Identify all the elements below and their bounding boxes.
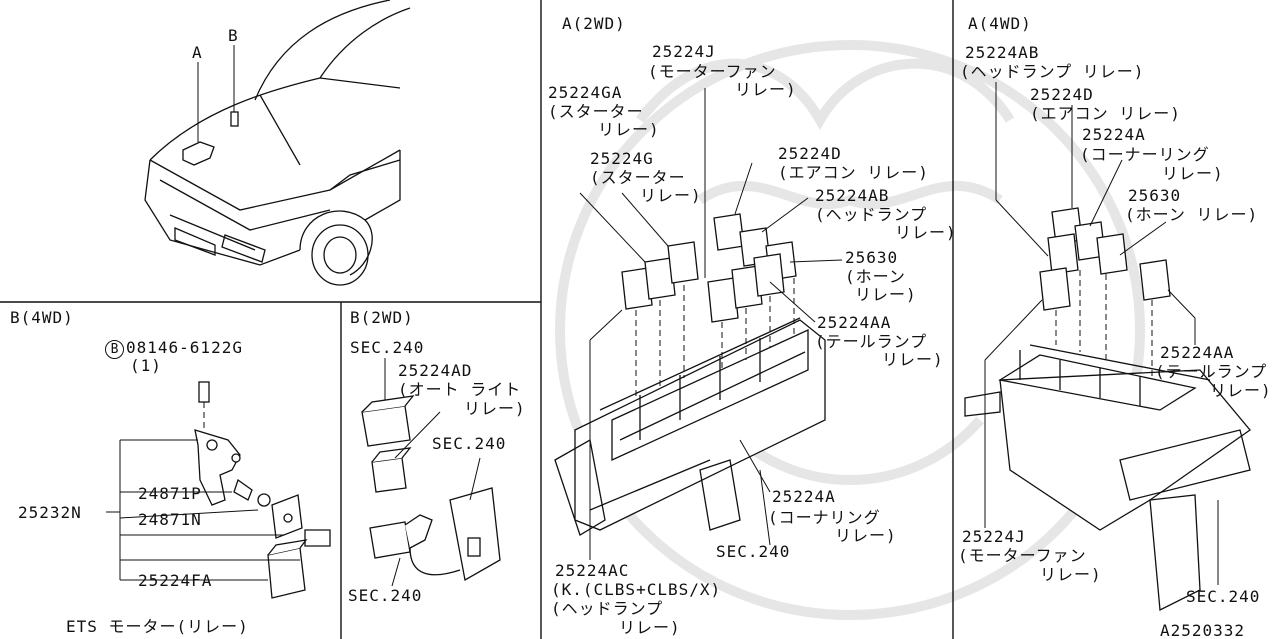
a4wd-drawing <box>964 82 1251 612</box>
b2wd-sec-mid: SEC.240 <box>432 434 507 453</box>
a2wd-g-part: 25224G <box>590 149 654 168</box>
a4wd-ab-desc: (ヘッドランプ リレー) <box>960 62 1145 81</box>
ets-motor-relay-caption: ETS モーター(リレー) <box>66 617 249 636</box>
bolt-part-number: 08146-6122G <box>126 338 243 357</box>
a2wd-ab-desc-2: リレー) <box>895 223 957 242</box>
b2wd-sec-top: SEC.240 <box>350 338 425 357</box>
a2wd-j-desc-1: (モーターファン <box>648 62 777 81</box>
marker-b: B <box>228 26 239 45</box>
a4wd-aa-desc-1: (テールランプ <box>1155 362 1268 381</box>
a4wd-a-desc-2: リレー) <box>1162 164 1224 183</box>
a2wd-ac-part: 25224AC <box>555 561 630 580</box>
a4wd-sec: SEC.240 <box>1186 587 1261 606</box>
a4wd-horn-desc: (ホーン リレー) <box>1125 205 1259 224</box>
auto-light-relay-desc-2: リレー) <box>464 399 526 418</box>
panel-title-a-2wd: A(2WD) <box>562 14 626 33</box>
a2wd-a-desc-1: (コーナリング <box>768 508 881 527</box>
a2wd-ab-part: 25224AB <box>815 186 890 205</box>
a4wd-j-desc-2: リレー) <box>1040 565 1102 584</box>
a2wd-sec: SEC.240 <box>716 542 791 561</box>
a2wd-horn-desc-1: (ホーン <box>845 267 906 286</box>
a2wd-ac-desc-1: (K.(CLBS+CLBS/X) <box>551 580 722 599</box>
a2wd-ac-desc-2: (ヘッドランプ <box>551 599 664 618</box>
auto-light-relay-desc-1: (オート ライト <box>398 380 522 399</box>
a4wd-j-desc-1: (モーターファン <box>958 546 1087 565</box>
a2wd-aa-desc-2: リレー) <box>882 350 944 369</box>
a4wd-j-part: 25224J <box>962 527 1026 546</box>
a2wd-ac-desc-3: リレー) <box>619 618 681 637</box>
a4wd-aa-desc-2: リレー) <box>1210 381 1272 400</box>
a2wd-ab-desc-1: (ヘッドランプ <box>815 205 928 224</box>
auto-light-relay-part: 25224AD <box>398 361 473 380</box>
a2wd-aa-part: 25224AA <box>817 313 892 332</box>
a2wd-d-desc: (エアコン リレー) <box>778 163 929 182</box>
panel-title-b-4wd: B(4WD) <box>10 308 74 327</box>
a4wd-a-part: 25224A <box>1082 125 1146 144</box>
a2wd-a-part: 25224A <box>772 487 836 506</box>
panel-title-a-4wd: A(4WD) <box>968 14 1032 33</box>
a2wd-g-desc-1: (スターター <box>590 168 686 187</box>
marker-a: A <box>192 43 203 62</box>
b4wd-drawing <box>106 381 331 599</box>
a4wd-d-part: 25224D <box>1030 85 1094 104</box>
a2wd-ga-desc-2: リレー) <box>598 120 660 139</box>
part-25224fa: 25224FA <box>138 571 213 590</box>
b2wd-sec-bottom: SEC.240 <box>348 586 423 605</box>
figure-code: A2520332 <box>1160 621 1246 639</box>
bolt-quantity: (1) <box>130 356 162 375</box>
panel-title-b-2wd: B(2WD) <box>350 308 414 327</box>
a2wd-ga-desc-1: (スターター <box>548 102 644 121</box>
part-24871n: 24871N <box>138 510 202 529</box>
watermark-emblem <box>555 40 1145 620</box>
b2wd-drawing <box>361 358 501 587</box>
a4wd-aa-part: 25224AA <box>1160 343 1235 362</box>
a2wd-g-desc-2: リレー) <box>640 186 702 205</box>
a2wd-ga-part: 25224GA <box>548 83 623 102</box>
a2wd-j-desc-2: リレー) <box>735 80 797 99</box>
a4wd-a-desc-1: (コーナーリング <box>1080 145 1210 164</box>
a2wd-horn-desc-2: リレー) <box>855 285 917 304</box>
a2wd-horn-part: 25630 <box>845 248 899 267</box>
vehicle-drawing <box>144 0 411 286</box>
part-24871p: 24871P <box>138 484 202 503</box>
a4wd-ab-part: 25224AB <box>965 43 1040 62</box>
bolt-symbol: B <box>105 340 124 359</box>
a2wd-a-desc-2: リレー) <box>835 526 897 545</box>
a4wd-d-desc: (エアコン リレー) <box>1030 104 1181 123</box>
a2wd-aa-desc-1: (テールランプ <box>815 332 928 351</box>
a2wd-j-part: 25224J <box>652 42 716 61</box>
a2wd-drawing <box>554 88 843 560</box>
assembly-part-number: 25232N <box>18 503 82 522</box>
a4wd-horn-part: 25630 <box>1128 186 1182 205</box>
a2wd-d-part: 25224D <box>778 144 842 163</box>
